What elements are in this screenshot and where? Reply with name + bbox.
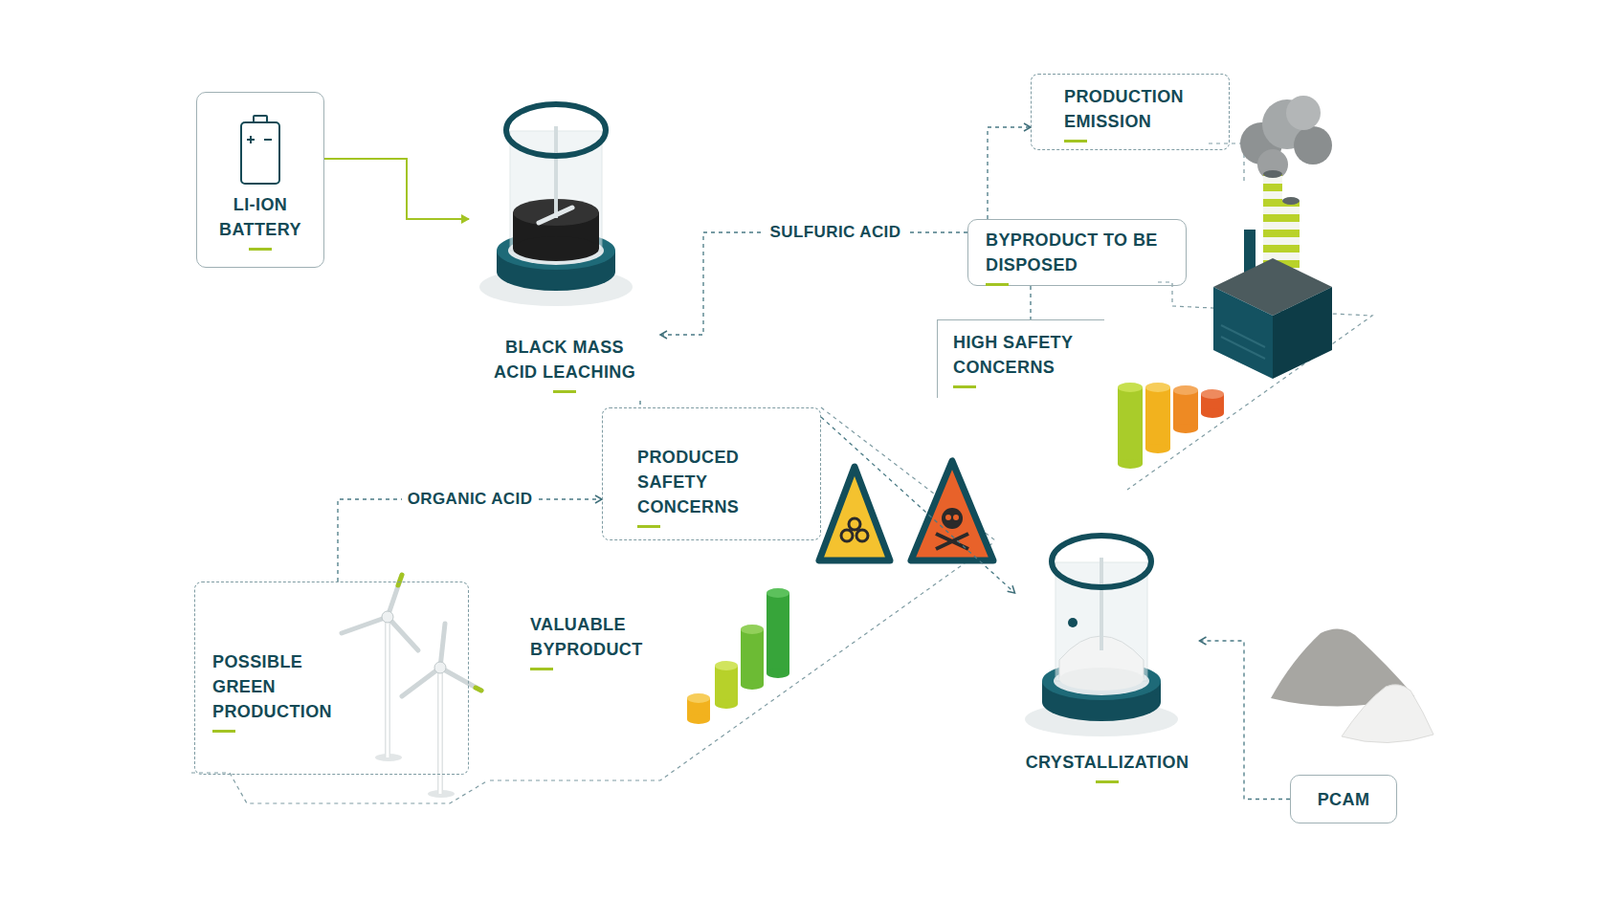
factory [1213,95,1333,379]
edge-label: ORGANIC ACID [401,488,539,511]
connector [337,499,602,582]
concern-region: PRODUCED SAFETY CONCERNS [601,407,822,541]
node-label: PCAM [1300,787,1387,813]
crystallization-beaker [1024,535,1178,737]
process-node: CRYSTALLIZATION [1015,535,1200,790]
green-region: POSSIBLE GREEN PRODUCTION [194,581,469,776]
connector [821,417,1016,594]
node-label: PRODUCTION EMISSION [1064,84,1191,143]
rising-bars [687,588,790,725]
node-label: BYPRODUCT TO BE DISPOSED [985,227,1163,287]
falling-bars [1117,382,1224,469]
connector [1200,641,1291,800]
source-box: LI-ION BATTERY [196,91,325,268]
connector [324,158,469,220]
node-label: CRYSTALLIZATION [1019,750,1197,784]
emission-region: PRODUCTION EMISSION [1030,73,1230,151]
battery-icon [241,115,280,184]
wind-turbines [341,575,482,799]
node-label: PRODUCED SAFETY CONCERNS [637,444,751,529]
edge-label: SULFURIC ACID [764,222,908,244]
connector [660,232,968,335]
byproduct-box: BYPRODUCT TO BE DISPOSED [967,219,1187,287]
hazard-signs [819,461,994,561]
node-label: HIGH SAFETY CONCERNS [953,330,1083,389]
connector [639,400,641,408]
leaching-beaker [479,104,633,307]
node-label: BLACK MASS ACID LEACHING [483,334,646,394]
concern-bracket: HIGH SAFETY CONCERNS [936,319,1105,399]
connector [1029,286,1031,320]
guide-lines [191,143,1373,804]
powder-piles [1270,628,1434,743]
node-label: POSSIBLE GREEN PRODUCTION [212,649,337,734]
connector [987,127,1031,220]
free-label: VALUABLE BYPRODUCT [530,612,655,671]
process-node: BLACK MASS ACID LEACHING [468,91,661,401]
node-label: LI-ION BATTERY [206,192,314,251]
input-box: PCAM [1289,775,1398,824]
